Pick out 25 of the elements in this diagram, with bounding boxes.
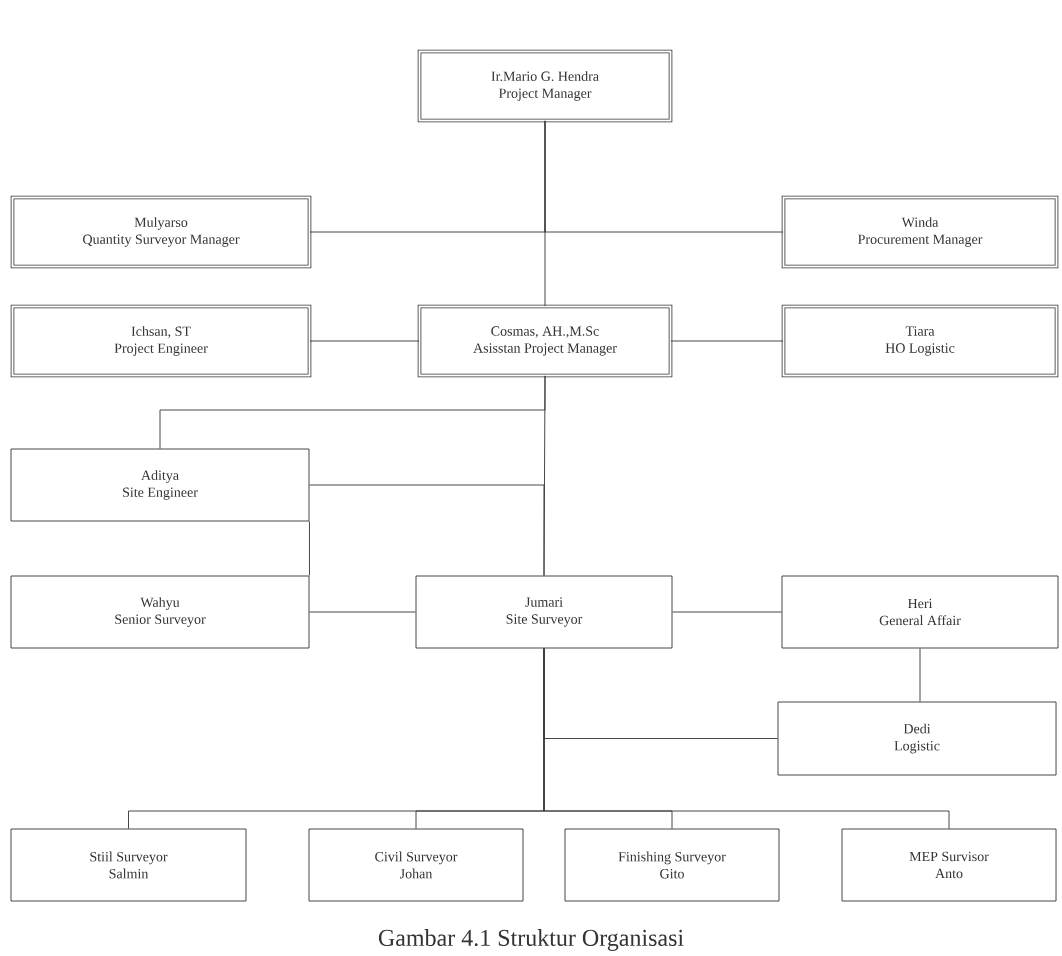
connector-line xyxy=(919,648,921,702)
connector-line xyxy=(670,340,784,342)
role-box: Winda Procurement Manager xyxy=(781,195,1059,269)
role-box: Tiara HO Logistic xyxy=(781,304,1059,378)
role-box: Ichsan, ST Project Engineer xyxy=(10,304,312,378)
role-box: Jumari Site Surveyor xyxy=(415,575,673,649)
connector-line xyxy=(543,375,546,576)
role-box: Finishing Surveyor Gito xyxy=(564,828,780,902)
role-box: Heri General Affair xyxy=(781,575,1059,649)
connector-line xyxy=(309,521,310,576)
connector-line xyxy=(309,611,416,613)
role-box: Mulyarso Quantity Surveyor Manager xyxy=(10,195,312,269)
role-box: Stiil Surveyor Salmin xyxy=(10,828,247,902)
connector-line xyxy=(543,648,950,829)
role-box: Ir.Mario G. Hendra Project Manager xyxy=(417,49,673,123)
role-box: MEP Survisor Anto xyxy=(841,828,1057,902)
connector-line xyxy=(309,340,420,342)
role-box: Civil Surveyor Johan xyxy=(308,828,524,902)
connector-line xyxy=(544,120,546,307)
connector-line xyxy=(672,611,782,613)
role-box: Dedi Logistic xyxy=(777,701,1057,776)
role-box: Aditya Site Engineer xyxy=(10,448,310,522)
role-box: Cosmas, AH.,M.Sc Asisstan Project Manager xyxy=(417,304,673,378)
role-box: Wahyu Senior Surveyor xyxy=(10,575,310,649)
caption: Gambar 4.1 Struktur Organisasi xyxy=(378,929,684,951)
